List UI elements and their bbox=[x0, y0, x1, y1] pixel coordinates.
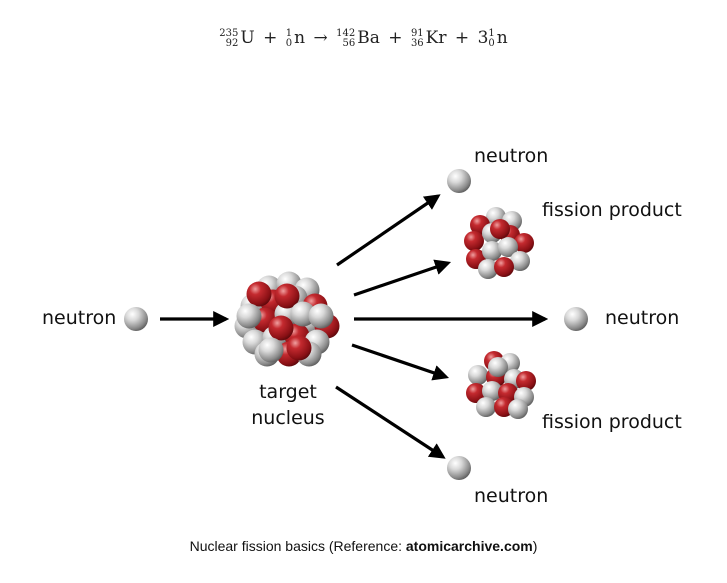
krypton-symbol: Kr bbox=[425, 28, 447, 48]
bottom-neutron-particle bbox=[447, 456, 471, 480]
krypton-atomic-number: 36 bbox=[410, 37, 424, 49]
nuclei bbox=[234, 207, 536, 419]
uranium-mass-number: 235 bbox=[219, 27, 239, 39]
top-fission-product-nucleon bbox=[514, 233, 534, 253]
uranium-atomic-number: 92 bbox=[225, 37, 239, 49]
top-fission-product-label: fission product bbox=[542, 199, 682, 221]
caption-prefix: Nuclear fission basics (Reference: bbox=[189, 538, 406, 554]
neutron-coefficient: 3 bbox=[477, 28, 489, 48]
neutron-in-symbol: n bbox=[294, 28, 306, 48]
caption-suffix: ) bbox=[532, 538, 538, 554]
figure-caption: Nuclear fission basics (Reference: atomi… bbox=[0, 538, 727, 554]
bottom-fission-product-nucleon bbox=[466, 383, 486, 403]
bottom-fission-product-nucleon bbox=[482, 381, 502, 401]
neutron-in-isotope-numbers: 1 0 bbox=[285, 27, 293, 49]
plus-sign: + bbox=[388, 28, 403, 48]
arrow-to-top-product bbox=[353, 259, 452, 297]
bottom-fission-product-nucleon bbox=[516, 371, 536, 391]
target-nucleus-nucleon bbox=[236, 303, 262, 329]
bottom-fission-product bbox=[466, 351, 536, 419]
krypton-mass-number: 91 bbox=[410, 27, 424, 39]
uranium-isotope-numbers: 235 92 bbox=[219, 27, 239, 49]
target-nucleus-nucleon bbox=[268, 315, 294, 341]
incoming-neutron-particle bbox=[124, 307, 148, 331]
top-fission-product-nucleon bbox=[482, 241, 502, 261]
top-fission-product-nucleon bbox=[498, 237, 518, 257]
bottom-fission-product-nucleon bbox=[508, 399, 528, 419]
reaction-arrows bbox=[160, 194, 549, 459]
bottom-fission-product-nucleon bbox=[468, 365, 488, 385]
krypton-isotope-numbers: 91 36 bbox=[410, 27, 424, 49]
middle-neutron-label: neutron bbox=[605, 307, 680, 329]
middle-neutron-particle bbox=[564, 307, 588, 331]
fission-equation: 235 92 U + 1 0 n → 142 56 Ba + 91 36 Kr … bbox=[0, 28, 727, 49]
top-fission-product-nucleon bbox=[490, 219, 510, 239]
arrow-to-top-neutron bbox=[336, 194, 441, 267]
target-nucleus-nucleon bbox=[286, 335, 312, 361]
top-neutron-label: neutron bbox=[474, 145, 549, 167]
target-nucleus-label-line2: nucleus bbox=[251, 407, 325, 429]
bottom-neutron-label: neutron bbox=[474, 485, 549, 507]
neutron-out-atomic-number: 0 bbox=[488, 37, 495, 49]
caption-source: atomicarchive.com bbox=[405, 538, 533, 554]
barium-isotope-numbers: 142 56 bbox=[336, 27, 356, 49]
top-fission-product bbox=[464, 207, 534, 279]
plus-sign: + bbox=[454, 28, 470, 48]
neutron-out-mass-number: 1 bbox=[488, 27, 495, 39]
target-nucleus bbox=[234, 271, 340, 367]
top-fission-product-nucleon bbox=[464, 231, 484, 251]
arrow-to-bottom-product bbox=[351, 343, 450, 381]
target-nucleus-nucleon bbox=[258, 337, 284, 363]
reaction-arrow: → bbox=[313, 28, 328, 48]
top-fission-product-nucleon bbox=[494, 257, 514, 277]
neutron-out-symbol: n bbox=[496, 28, 508, 48]
neutron-out-isotope-numbers: 1 0 bbox=[488, 27, 495, 49]
top-neutron-particle bbox=[447, 169, 471, 193]
barium-symbol: Ba bbox=[357, 28, 380, 48]
target-nucleus-nucleon bbox=[308, 303, 334, 329]
particles bbox=[124, 169, 588, 480]
target-nucleus-label-line1: target bbox=[259, 381, 317, 403]
uranium-symbol: U bbox=[240, 28, 255, 48]
top-fission-product-nucleon bbox=[478, 259, 498, 279]
barium-mass-number: 142 bbox=[336, 27, 356, 39]
plus-sign: + bbox=[263, 28, 278, 48]
bottom-fission-product-nucleon bbox=[488, 357, 508, 377]
target-nucleus-nucleon bbox=[246, 281, 272, 307]
neutron-in-atomic-number: 0 bbox=[285, 37, 293, 49]
neutron-in-mass-number: 1 bbox=[285, 27, 293, 39]
arrow-to-bottom-neutron bbox=[335, 385, 446, 459]
bottom-fission-product-label: fission product bbox=[542, 411, 682, 433]
incoming-neutron-label: neutron bbox=[42, 307, 117, 329]
top-fission-product-nucleon bbox=[510, 251, 530, 271]
barium-atomic-number: 56 bbox=[342, 37, 356, 49]
target-nucleus-nucleon bbox=[274, 283, 300, 309]
bottom-fission-product-nucleon bbox=[476, 397, 496, 417]
